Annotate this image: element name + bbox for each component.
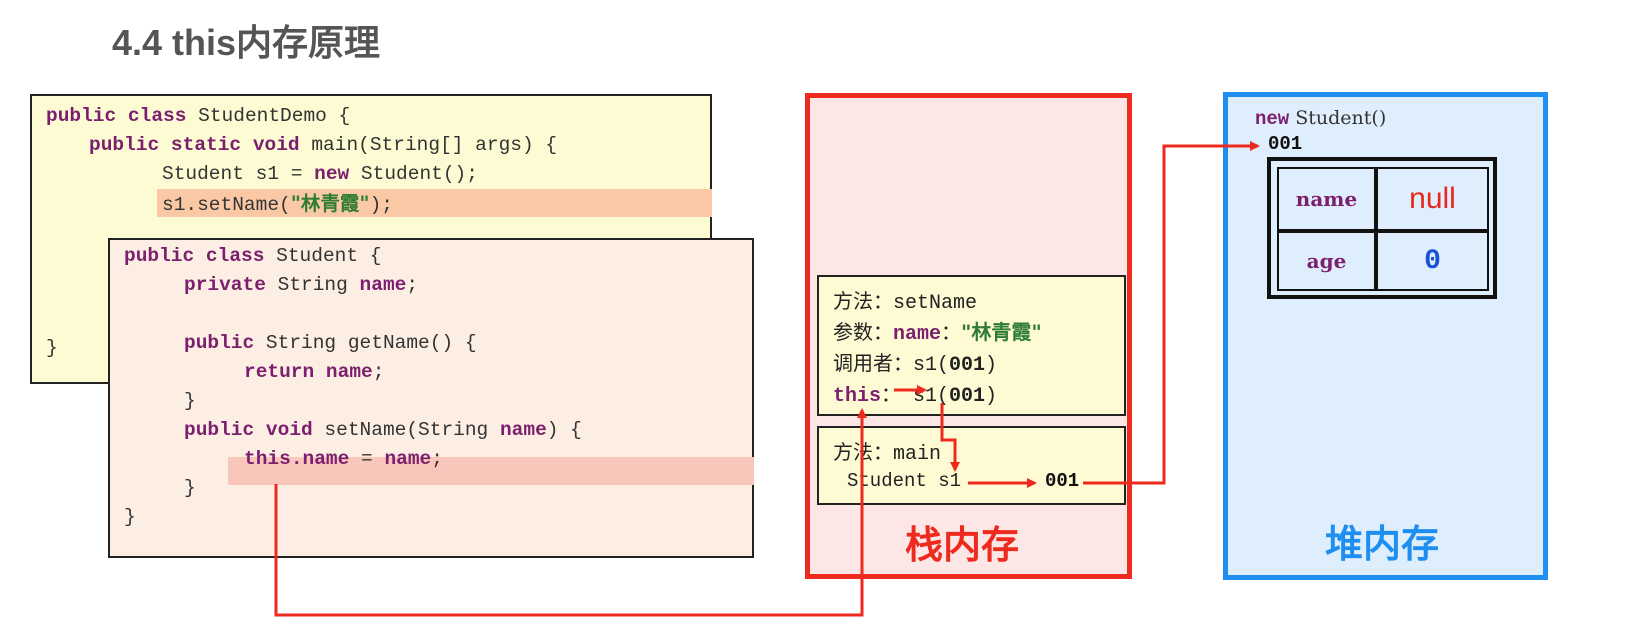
keyword: public class [124,245,265,267]
keyword: private [184,274,266,296]
main-frame-var-label: Student s1 [847,470,962,492]
field-name-cell: name [1277,167,1376,231]
setname-frame-content: 方法：setName 参数：name："林青霞" 调用者：s1(001) thi… [833,287,1042,411]
student-line-6: } [184,390,196,412]
code-text: ; [406,274,419,296]
code-text: ); [369,194,393,216]
code-text: ) { [546,419,582,441]
frame-param-row: 参数：name："林青霞" [833,320,1042,346]
code-text: = [349,448,385,470]
code-text: s1.setName( [162,194,291,216]
frame-this-row: this：s1(001) [833,382,998,408]
stack-memory: 方法：setName 参数：name："林青霞" 调用者：s1(001) thi… [805,93,1132,579]
keyword: public static void [89,134,300,156]
code-text: Student s1 = [162,163,315,185]
field-name-value: null [1376,167,1489,231]
student-object: name null age 0 [1267,157,1497,299]
keyword: return [244,361,315,383]
student-line-7: public void setName(String name) { [184,416,582,445]
keyword: this [244,448,291,470]
code-text: String [265,274,360,296]
main-frame: 方法：main Student s1 001 [817,426,1126,505]
string-literal: "林青霞" [290,192,370,215]
code-text: Student { [264,245,382,267]
field-name: name [359,274,407,296]
code-text: main(String[] args) { [299,134,558,156]
main-frame-method-row: 方法：main [833,440,942,466]
student-line-1: public class Student { [124,242,381,271]
demo-close-brace: } [46,337,58,359]
field-name: name [314,361,373,383]
code-text: String getName() { [254,332,477,354]
student-line-9: } [184,477,196,499]
student-code-panel: public class Student { private String na… [108,238,754,558]
student-line-2: private String name; [184,271,418,300]
field-age-value: 0 [1376,231,1489,291]
param-name: name [499,419,547,441]
stack-memory-label: 栈内存 [905,523,1020,567]
page-title: 4.4 this内存原理 [112,22,381,63]
code-text: ; [431,448,443,470]
code-text: setName(String [312,419,500,441]
main-frame-var-value: 001 [1045,470,1080,492]
demo-line-1: public class StudentDemo { [46,102,350,131]
student-line-8: this.name = name; [244,445,443,474]
demo-line-3: Student s1 = new Student(); [162,160,478,189]
keyword: public void [184,419,313,441]
setname-frame: 方法：setName 参数：name："林青霞" 调用者：s1(001) thi… [817,275,1126,416]
demo-line-2: public static void main(String[] args) { [89,131,557,160]
student-close-brace: } [124,506,136,528]
code-text: StudentDemo { [186,105,351,127]
heap-new-expression: new Student() [1255,107,1387,130]
keyword: new [314,163,350,185]
highlight-setname-call [157,189,712,217]
demo-line-4: s1.setName("林青霞"); [162,189,393,220]
student-line-4: public String getName() { [184,329,477,358]
frame-caller-row: 调用者：s1(001) [833,351,998,377]
frame-method-row: 方法：setName [833,289,978,315]
keyword: public [184,332,255,354]
code-text: ; [372,361,385,383]
student-line-5: return name; [244,358,384,387]
heap-memory-label: 堆内存 [1325,522,1440,566]
heap-object-address: 001 [1268,133,1303,155]
param-name: name [384,448,432,470]
field-name: .name [290,448,350,470]
keyword: public class [46,105,187,127]
field-age-cell: age [1277,231,1376,291]
code-text: Student(); [349,163,478,185]
